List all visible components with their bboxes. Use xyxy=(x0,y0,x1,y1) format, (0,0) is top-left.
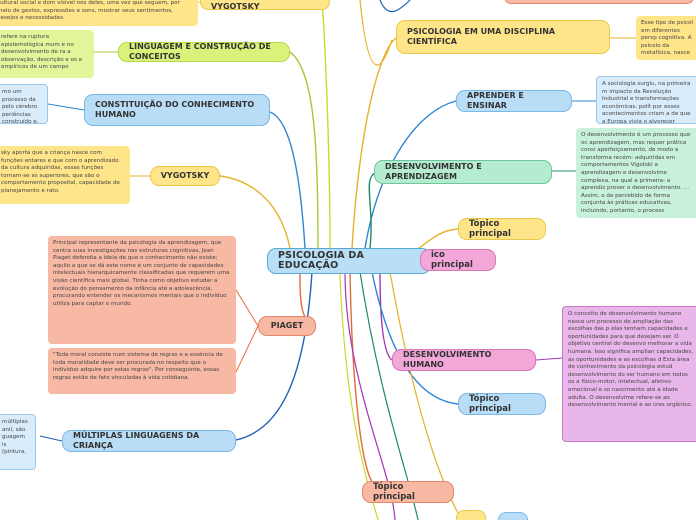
topic-aprender[interactable]: APRENDER E ENSINAR xyxy=(456,90,572,112)
note-aprender: A sociologia surgiu, na primeira m impac… xyxy=(596,76,696,124)
connector-desenv-humano xyxy=(379,271,393,361)
topic-principal-3[interactable]: Tópico principal xyxy=(458,393,546,415)
central-topic[interactable]: PSICOLOGIA DA EDUCAÇÃO xyxy=(267,248,431,274)
note-desenv-aprend: O desenvolvimento é um processo que oc a… xyxy=(576,128,696,218)
connector-constituicao xyxy=(269,111,306,249)
connector-topico4 xyxy=(349,271,373,483)
topic-principal-4[interactable]: Tópico principal xyxy=(362,481,454,503)
connector-multiplas xyxy=(235,271,313,441)
topic-cutoff-top[interactable] xyxy=(504,0,694,4)
topic-piaget[interactable]: PIAGET xyxy=(258,316,316,336)
central-topic-label: PSICOLOGIA DA EDUCAÇÃO xyxy=(278,250,365,271)
topic-multiplas[interactable]: MÚLTIPLAS LINGUAGENS DA CRIANÇA xyxy=(62,430,236,452)
note-multiplas: múltiplas anil, são guagem is (pintura, xyxy=(0,414,36,470)
connector-linguagem-vygotsky xyxy=(321,0,331,249)
note-disciplina: Esse tipo de psicol em diferentes persp … xyxy=(636,16,696,60)
topic-desenv-aprend[interactable]: DESENVOLVIMENTO E APRENDIZAGEM xyxy=(374,160,552,184)
note-linguagem-construcao: refere na ruptura epistemológica mum e n… xyxy=(0,30,94,78)
note-constituicao: mo um processo da pelo cérebro periência… xyxy=(0,84,48,124)
topic-constituicao[interactable]: CONSTITUIÇÃO DO CONHECIMENTO HUMANO xyxy=(84,94,270,126)
note-desenv-humano: O conceito de desenvolvimento humano nas… xyxy=(562,306,696,442)
topic-cutoff-bottom-1[interactable] xyxy=(456,510,486,520)
topic-linguagem-vygotsky[interactable]: LINGUAGEM PARA VYGOTSKY xyxy=(200,0,330,11)
topic-desenv-humano[interactable]: DESENVOLVIMENTO HUMANO xyxy=(392,349,536,371)
note-vygotsky: sky aporta que a criança nasce com funçõ… xyxy=(0,146,130,204)
connector-linguagem-construcao xyxy=(289,51,319,249)
note-piaget-1: Principal representante da psicologia da… xyxy=(48,236,236,344)
topic-cutoff-bottom-2[interactable] xyxy=(498,512,528,520)
topic-linguagem-construcao[interactable]: LINGUAGEM E CONSTRUÇÃO DE CONCEITOS xyxy=(118,42,290,62)
topic-principal-1[interactable]: Tópico principal xyxy=(458,218,546,240)
connector-topico3 xyxy=(371,271,459,405)
note-linguagem-vygotsky: cultural social e dom visível nos deles,… xyxy=(0,0,198,26)
topic-disciplina[interactable]: PSICOLOGIA EM UMA DISCIPLINA CIENTÍFICA xyxy=(396,20,610,54)
connector-vygotsky xyxy=(219,175,291,249)
topic-principal-2[interactable]: ico principal xyxy=(420,249,496,271)
note-piaget-2: "Toda moral consiste num sistema de regr… xyxy=(48,348,236,394)
connector-disciplina xyxy=(351,37,397,249)
topic-vygotsky[interactable]: VYGOTSKY xyxy=(150,166,220,186)
